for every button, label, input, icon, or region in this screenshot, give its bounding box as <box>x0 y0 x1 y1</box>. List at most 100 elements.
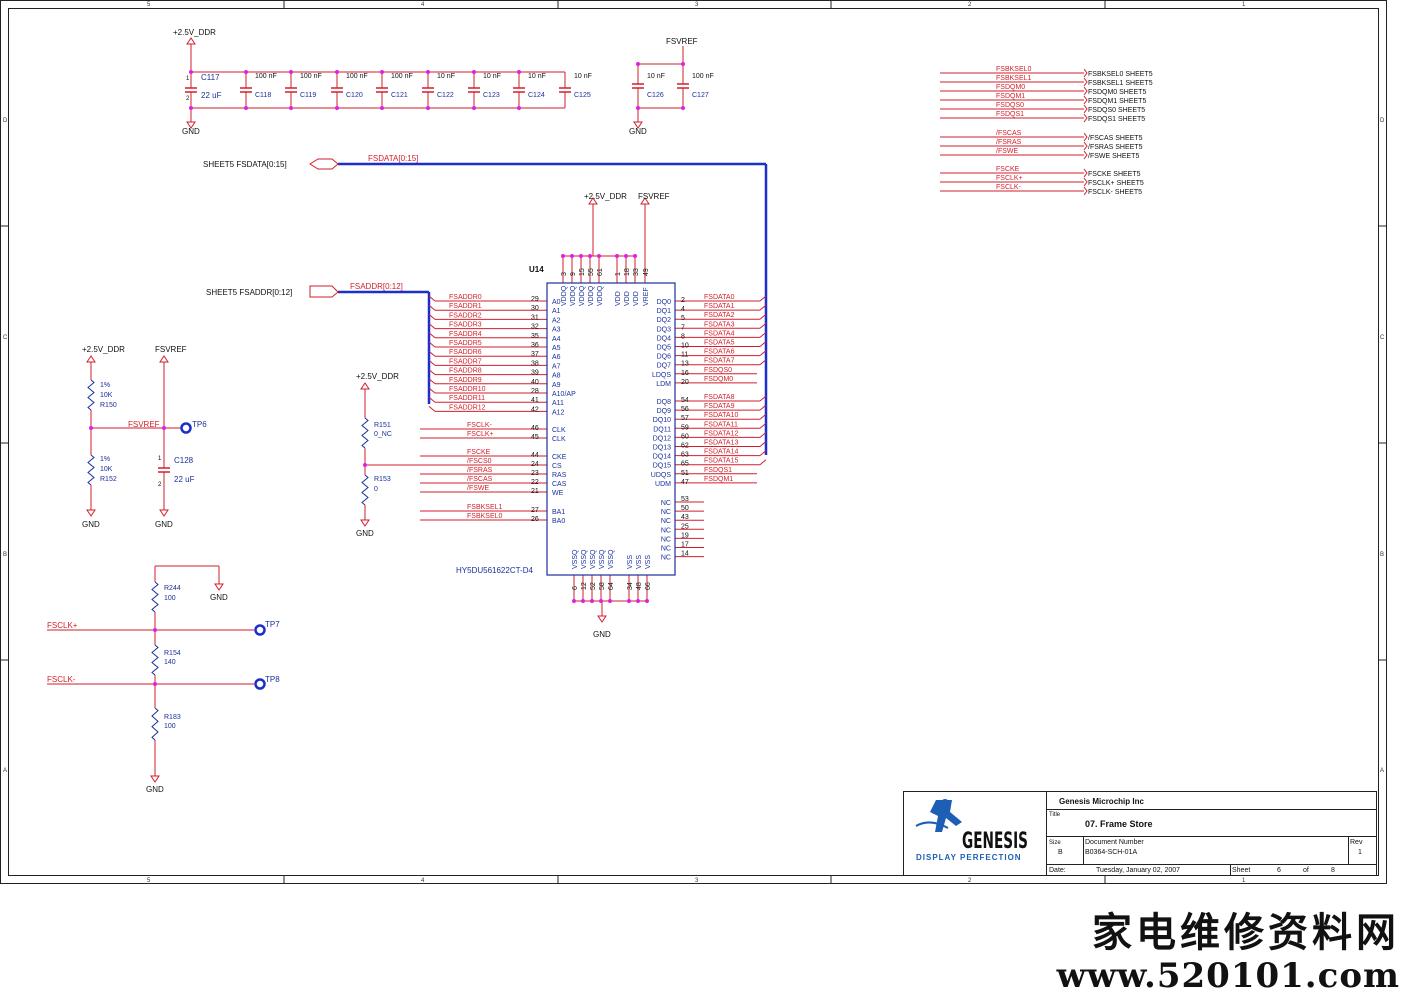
ref-r183: R183 <box>164 714 181 721</box>
net-label: /FSRAS <box>996 139 1022 146</box>
junction-dot <box>636 599 640 603</box>
sheet-number: 6 <box>1277 867 1281 874</box>
grid-col-top: 2 <box>968 2 972 8</box>
junction-dot <box>472 106 476 110</box>
gnd-label: GND <box>82 520 100 529</box>
u14-pin-name: VSS <box>627 555 634 569</box>
grid-col-bottom: 5 <box>147 878 151 884</box>
resistor-zigzag <box>151 707 159 741</box>
net-label: FSCKE <box>996 166 1020 173</box>
parts <box>86 37 689 783</box>
sheet-total: 8 <box>1331 867 1335 874</box>
u14-pin-name: VSS <box>636 555 643 569</box>
net-label: FSADDR6 <box>449 349 482 356</box>
u14-pin-number: 19 <box>681 532 689 539</box>
junction-dot <box>636 106 640 110</box>
junction-dot <box>645 599 649 603</box>
u14-pin-name: CLK <box>552 427 566 434</box>
u14-pin-name: DQ3 <box>657 326 672 333</box>
u14-pin-number: 22 <box>531 479 539 486</box>
u14-pin-name: DQ15 <box>653 463 671 470</box>
offsheet-arrow <box>1083 113 1088 123</box>
bus-entry <box>759 341 767 347</box>
u14-part: HY5DU561622CT-D4 <box>456 566 533 575</box>
u14-pin-number: 27 <box>531 507 539 514</box>
u14-pin-number: 2 <box>681 297 685 304</box>
net-label: FSDATA3 <box>704 321 735 328</box>
resistor-zigzag <box>361 417 369 449</box>
net-label: FSADDR2 <box>449 312 482 319</box>
u14-pin-number: 31 <box>531 314 539 321</box>
junction-dot <box>335 70 339 74</box>
pin2-mark-c128: 2 <box>158 482 162 488</box>
port-shape-fsaddr <box>309 285 339 298</box>
resistor-zigzag <box>361 474 369 506</box>
bus-entry <box>428 314 436 320</box>
grid-row-left: A <box>3 768 7 774</box>
u14-pin-name: NC <box>661 555 671 562</box>
net-label: FSDATA13 <box>704 440 738 447</box>
bus-entry <box>759 441 767 447</box>
gnd-label: GND <box>356 529 374 538</box>
grid-row-right: D <box>1380 118 1385 124</box>
u14-body <box>546 282 676 576</box>
junction-dot <box>579 254 583 258</box>
junction-dot <box>335 106 339 110</box>
net-label: FSADDR10 <box>449 386 486 393</box>
grid-col-top: 1 <box>1242 2 1246 8</box>
junction-dot <box>570 254 574 258</box>
u14-pin-name: A2 <box>552 317 561 324</box>
u14-pin-name: VSSQ <box>599 549 606 569</box>
bus-entry <box>759 422 767 429</box>
pin2-mark-c117: 2 <box>186 96 190 102</box>
u14-pin-name: A9 <box>552 382 561 389</box>
offsheet-arrow <box>1083 168 1088 178</box>
u14-pin-name: CAS <box>552 481 567 488</box>
junction-dot <box>380 106 384 110</box>
grid-row-right: A <box>1380 768 1384 774</box>
u14-pin-name: NC <box>661 536 671 543</box>
cap-value: 100 nF <box>391 73 413 80</box>
u14-pin-number: 16 <box>681 370 689 377</box>
val-c117: 22 uF <box>201 91 222 100</box>
u14-pin-number: 12 <box>581 582 588 590</box>
bus-entry <box>759 350 767 356</box>
offsheet-arrow <box>1083 150 1088 160</box>
tol-r150: 1% <box>100 382 110 389</box>
junction-dot <box>681 62 685 66</box>
u14-pin-number: 39 <box>531 370 539 377</box>
u14-pin-number: 29 <box>531 296 539 303</box>
grid-row-left: D <box>3 118 8 124</box>
u14-pin-name: NC <box>661 509 671 516</box>
ground-symbol <box>150 775 160 783</box>
bus-label-fsdata: FSDATA[0:15] <box>368 154 418 163</box>
u14-pin-name: A11 <box>552 400 564 407</box>
ref-r152: R152 <box>100 476 117 483</box>
junction-dot <box>426 70 430 74</box>
ref-r150: R150 <box>100 402 117 409</box>
net-label-2v5: +2.5V_DDR <box>584 192 627 201</box>
junction-dot <box>627 599 631 603</box>
resistor-zigzag <box>87 454 95 486</box>
u14-pin-number: 20 <box>681 379 689 386</box>
net-label: FSDATA10 <box>704 412 738 419</box>
u14-pin-name: RAS <box>552 472 567 479</box>
bus-entry <box>759 359 767 366</box>
net-label: /FSWE <box>996 148 1018 155</box>
net-label: FSDATA6 <box>704 349 735 356</box>
u14-pin-number: 37 <box>531 351 539 358</box>
net-label: /FSRAS <box>467 467 493 474</box>
u14-pin-number: 8 <box>681 333 685 340</box>
u14-pin-number: 60 <box>681 433 689 440</box>
u14-pin-name: DQ13 <box>653 445 671 452</box>
offsheet-arrow <box>1083 186 1088 196</box>
grid-col-top: 3 <box>695 2 699 8</box>
gnd-label: GND <box>629 127 647 136</box>
net-label-2v5: +2.5V_DDR <box>356 372 399 381</box>
net-label: FSCKE <box>467 449 491 456</box>
u14-pin-number: 34 <box>627 582 634 590</box>
offsheet-label: FSCLK- SHEET5 <box>1088 189 1142 196</box>
u14-pin-number: 24 <box>531 461 539 468</box>
